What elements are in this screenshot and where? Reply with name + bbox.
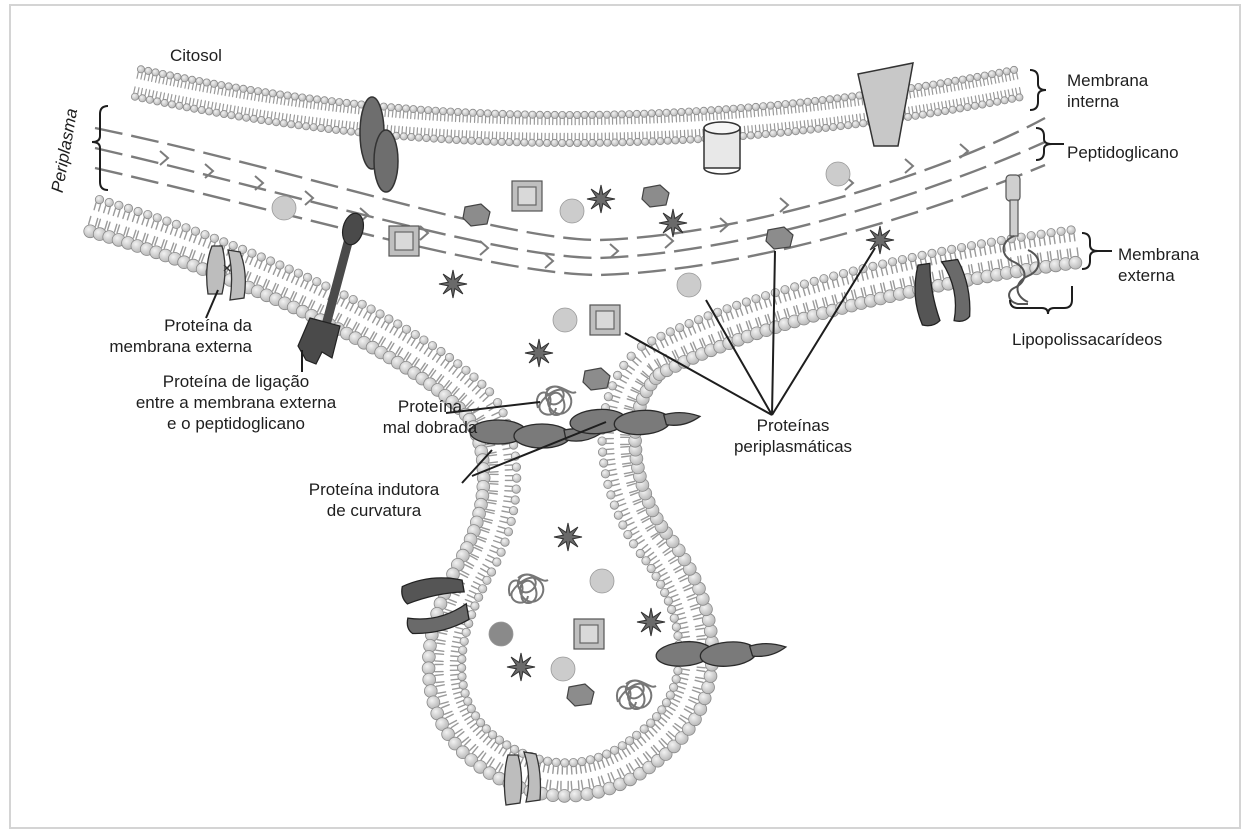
periplasmic-square-1: [512, 181, 542, 211]
vesicle-sphere-2: [551, 657, 575, 681]
peptidoglycan-crosslink-0: [160, 151, 168, 165]
label-lipopolissacarideos: Lipopolissacarídeos: [1012, 329, 1162, 350]
outer-membrane-dimer-right: [911, 259, 973, 327]
misfolded-protein-3: [617, 680, 656, 709]
label-proteina-ligacao-line3: e o peptidoglicano: [100, 413, 372, 434]
periplasmic-star-5: [525, 339, 553, 367]
label-membrana-externa: Membrana externa: [1118, 244, 1199, 286]
vesicle-star-2: [637, 608, 665, 636]
label-membrana-interna-line2: interna: [1067, 91, 1148, 112]
periplasmic-sphere-1: [272, 196, 296, 220]
label-membrana-externa-line2: externa: [1118, 265, 1199, 286]
periplasmic-sphere-4: [677, 273, 701, 297]
label-citosol: Citosol: [170, 45, 222, 66]
periplasmic-hex-4: [583, 368, 610, 390]
label-proteina-indutora: Proteína indutora de curvatura: [284, 479, 464, 521]
periplasmic-star-3: [866, 226, 894, 254]
peptidoglycan-crosslink-13: [905, 159, 913, 173]
periplasmic-star-2: [659, 209, 687, 237]
label-membrana-interna: Membrana interna: [1067, 70, 1148, 112]
inner-membrane-channel: [704, 122, 740, 174]
brace-membrana-interna: [1030, 70, 1046, 110]
peptidoglycan-crosslink-11: [780, 198, 788, 212]
periplasmic-hex-1: [463, 204, 490, 226]
label-proteina-ligacao-line1: Proteína de ligação: [100, 371, 372, 392]
label-proteina-mal-dobrada: Proteína mal dobrada: [375, 396, 485, 438]
vesicle-square: [574, 619, 604, 649]
vesicle-sphere-1: [590, 569, 614, 593]
label-proteina-indutora-line2: de curvatura: [284, 500, 464, 521]
peptidoglycan-crosslink-6: [480, 241, 488, 255]
vesicle-hex: [567, 684, 594, 706]
label-proteinas-periplasmaticas-line1: Proteínas: [718, 415, 868, 436]
label-proteina-indutora-line1: Proteína indutora: [284, 479, 464, 500]
periplasmic-square-3: [590, 305, 620, 335]
label-proteinas-periplasmaticas-line2: periplasmáticas: [718, 436, 868, 457]
inner-membrane-protein-b: [374, 130, 398, 192]
periplasmic-hex-2: [642, 185, 669, 207]
periplasmic-square-2: [389, 226, 419, 256]
peptidoglycan-crosslink-9: [665, 234, 673, 248]
peptidoglycan-crosslink-5: [420, 226, 428, 240]
label-proteina-ligacao-line2: entre a membrana externa: [100, 392, 372, 413]
misfolded-protein-1: [537, 386, 576, 415]
peptidoglycan-crosslink-8: [610, 244, 618, 258]
periplasmic-star-1: [587, 185, 615, 213]
label-proteina-mal-dobrada-line2: mal dobrada: [375, 417, 485, 438]
periplasmic-sphere-2: [560, 199, 584, 223]
label-proteina-ligacao: Proteína de ligação entre a membrana ext…: [100, 371, 372, 434]
peptidoglycan-crosslink-7: [545, 254, 553, 268]
periplasmic-sphere-5: [553, 308, 577, 332]
brace-membrana-externa: [1082, 233, 1112, 269]
label-peptidoglicano: Peptidoglicano: [1067, 142, 1179, 163]
label-proteina-membrana-externa: Proteína da membrana externa: [60, 315, 252, 357]
inner-membrane-transporter: [858, 63, 913, 146]
label-proteinas-periplasmaticas: Proteínas periplasmáticas: [718, 415, 868, 457]
brace-lipopolissacarideos: [1010, 286, 1072, 314]
label-proteina-membrana-externa-line1: Proteína da: [60, 315, 252, 336]
label-proteina-mal-dobrada-line1: Proteína: [375, 396, 485, 417]
vesicle-sphere-dark: [489, 622, 513, 646]
vesicle-star-1: [554, 523, 582, 551]
label-membrana-interna-line1: Membrana: [1067, 70, 1148, 91]
misfolded-protein-2: [509, 574, 548, 603]
brace-periplasma: [92, 106, 108, 190]
periplasmic-sphere-3: [826, 162, 850, 186]
label-proteina-membrana-externa-line2: membrana externa: [60, 336, 252, 357]
label-membrana-externa-line1: Membrana: [1118, 244, 1199, 265]
periplasmic-star-4: [439, 270, 467, 298]
vesicle-star-3: [507, 653, 535, 681]
